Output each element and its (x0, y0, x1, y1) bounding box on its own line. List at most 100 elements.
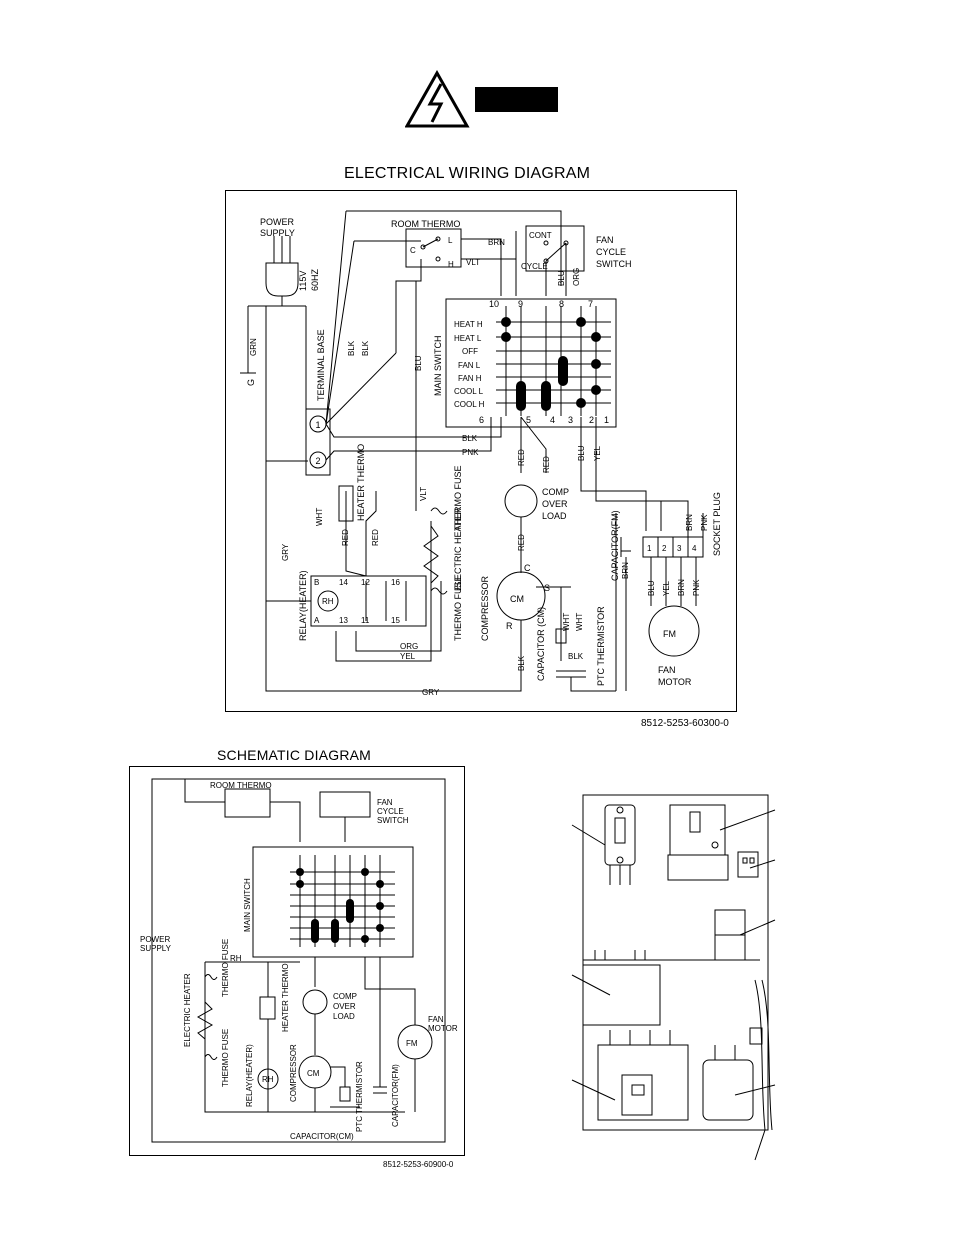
svg-text:C: C (410, 246, 416, 255)
terminal-base-label: TERMINAL BASE (316, 329, 326, 401)
schematic-cm-text: CM (307, 1069, 320, 1078)
blk-wire-label-ptc: BLK (568, 652, 584, 661)
main-switch-label: MAIN SWITCH (433, 336, 443, 397)
vlt-wire-label-heater: VLT (419, 487, 428, 501)
compressor-label: COMPRESSOR (480, 575, 490, 641)
blk-wire-label-2: BLK (361, 340, 370, 356)
fan-cycle-switch-label-3: SWITCH (596, 259, 632, 269)
switch-row-fan-l: FAN L (458, 361, 481, 370)
schematic-thermo-fuse-label-1: THERMO FUSE (221, 939, 230, 997)
blu-wire-label-sw: BLU (577, 445, 586, 461)
svg-text:SWITCH: SWITCH (377, 816, 409, 825)
wht-wire-label-2: WHT (575, 613, 584, 631)
svg-text:FAN: FAN (428, 1015, 444, 1024)
svg-text:OVER: OVER (333, 1002, 356, 1011)
schematic-electric-heater-label: ELECTRIC HEATER (183, 973, 192, 1047)
svg-text:H: H (448, 260, 454, 269)
svg-text:LOAD: LOAD (542, 511, 567, 521)
fan-cycle-switch-box (525, 225, 585, 272)
socket-part (737, 851, 759, 878)
power-plug-icon (265, 262, 299, 297)
svg-text:10: 10 (489, 299, 499, 309)
main-switch-box (445, 298, 617, 428)
schematic-main-switch (252, 846, 414, 958)
switch-row-fan-h: FAN H (458, 374, 482, 383)
blk-wire-label-1: BLK (347, 340, 356, 356)
schematic-heater-thermo-label: HEATER THERMO (281, 963, 290, 1032)
schematic-compressor-label: COMPRESSOR (289, 1044, 298, 1102)
component-layout-drawing (571, 794, 776, 1161)
svg-text:3: 3 (677, 544, 682, 553)
wiring-diagram-ref: 8512-5253-60300-0 (641, 718, 729, 729)
heater-thermo-label: HEATER THERMO (356, 444, 366, 521)
svg-text:LOAD: LOAD (333, 1012, 355, 1021)
svg-text:14: 14 (339, 578, 348, 587)
svg-text:13: 13 (339, 616, 348, 625)
svg-text:COMP: COMP (542, 487, 569, 497)
blk-label-switch: BLK (462, 434, 478, 443)
blu-wire-label: BLU (414, 355, 423, 371)
svg-text:1: 1 (647, 544, 652, 553)
brn-wire-label-plug: BRN (685, 514, 694, 531)
schematic-fm-text: FM (406, 1039, 418, 1048)
schematic-diagram-title: SCHEMATIC DIAGRAM (217, 747, 372, 763)
relay-heater-label: RELAY(HEATER) (298, 570, 308, 641)
cycle-label: CYCLE (521, 262, 548, 271)
red-wire-label-4: RED (341, 529, 350, 546)
schematic-capacitor-fm-label: CAPACITOR(FM) (391, 1064, 400, 1127)
thermo-fuse-label-2: THERMO FUSE (453, 575, 463, 641)
relay-rh-label: RH (322, 597, 334, 606)
frequency-label: 60HZ (310, 268, 320, 291)
pnk-label-switch: PNK (462, 448, 479, 457)
schematic-relay-rh-text: RH (262, 1075, 274, 1084)
schematic-thermo-fuse-label-2: THERMO FUSE (221, 1029, 230, 1087)
svg-text:9: 9 (518, 299, 523, 309)
yel-wire-label-sw: YEL (593, 445, 602, 461)
thermo-fuse-label-1: THERMO FUSE (453, 465, 463, 531)
svg-text:16: 16 (391, 578, 400, 587)
warning-sign (405, 70, 558, 128)
voltage-label: 115V (298, 271, 308, 291)
compressor-capacitor-part (597, 1044, 689, 1121)
brn-wire-label-cap: BRN (621, 562, 630, 579)
schematic-room-thermo (224, 788, 271, 818)
svg-text:2: 2 (662, 544, 667, 553)
svg-text:C: C (524, 563, 531, 573)
capacitor-fm-label: CAPACITOR(FM) (610, 510, 620, 581)
pnk-wire-label-fm: PNK (692, 579, 701, 596)
high-voltage-warning-icon (405, 70, 470, 128)
ptc-thermistor-label: PTC THERMISTOR (596, 606, 606, 686)
svg-text:FAN: FAN (658, 665, 676, 675)
gry-wire-label-bottom: GRY (422, 688, 440, 697)
power-supply-label-2: SUPPLY (260, 228, 295, 238)
schematic-diagram-panel: ROOM THERMO FAN CYCLE SWITCH MAIN SWITCH… (129, 766, 465, 1156)
svg-text:1: 1 (604, 415, 609, 425)
svg-text:5: 5 (526, 415, 531, 425)
red-wire-label-2: RED (542, 456, 551, 473)
blu-wire-label-fan: BLU (557, 270, 566, 286)
brn-wire-label-fm: BRN (677, 579, 686, 596)
room-thermo-label: ROOM THERMO (391, 219, 460, 229)
warning-label-box (475, 87, 558, 112)
switch-row-heat-h: HEAT H (454, 320, 483, 329)
svg-text:B: B (314, 578, 319, 587)
schematic-ptc-thermistor-label: PTC THERMISTOR (355, 1061, 364, 1132)
fan-motor-icon (648, 605, 700, 657)
svg-text:R: R (506, 621, 513, 631)
comp-over-load (504, 484, 538, 518)
blu-wire-label-fm: BLU (647, 580, 656, 596)
ground-label: G (246, 379, 256, 386)
org-wire-label-fan: ORG (572, 268, 581, 286)
relay-rh-coil (317, 590, 339, 612)
svg-text:2: 2 (315, 456, 320, 466)
cont-label: CONT (529, 231, 552, 240)
switch-row-cool-l: COOL L (454, 387, 484, 396)
schematic-room-thermo-label: ROOM THERMO (210, 781, 272, 790)
svg-text:7: 7 (588, 299, 593, 309)
wht-wire-label-heater: WHT (315, 508, 324, 526)
wht-wire-label-1: WHT (562, 613, 571, 631)
schematic-relay-rh (257, 1068, 279, 1090)
red-wire-label-3: RED (517, 534, 526, 551)
wiring-diagram-panel: POWER SUPPLY 115V 60HZ GRN G BLK BLK BLU… (225, 190, 737, 712)
switch-row-heat-l: HEAT L (454, 334, 482, 343)
